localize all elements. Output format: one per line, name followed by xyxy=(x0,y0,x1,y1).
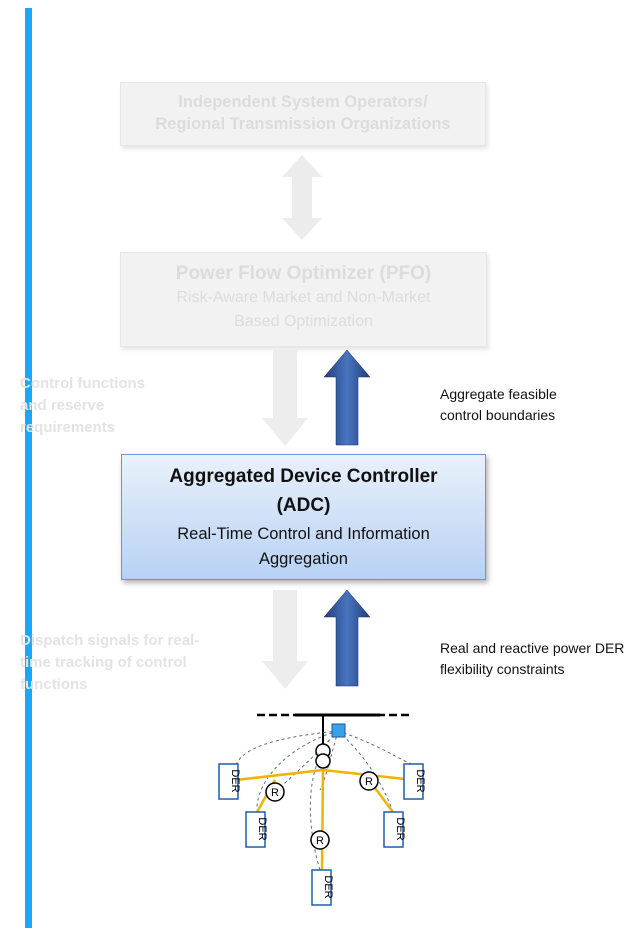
iso-line-1: Independent System Operators/ xyxy=(178,93,428,111)
dispatch-signals-note: Dispatch signals for real- time tracking… xyxy=(20,630,199,696)
der-label: DER xyxy=(394,817,406,840)
left-accent-bar xyxy=(25,8,32,928)
pfo-title: Power Flow Optimizer (PFO) xyxy=(175,263,432,284)
control-functions-note: Control functions and reserve requiremen… xyxy=(20,373,145,439)
der-label: DER xyxy=(256,817,268,840)
up-arrow-icon xyxy=(323,349,371,446)
control-note-line-3: requirements xyxy=(20,419,116,436)
iso-line-2: Regional Transmission Organizations xyxy=(155,115,451,133)
down-arrow-icon xyxy=(262,590,308,689)
der-flexibility-note: Real and reactive power DER flexibility … xyxy=(440,638,624,680)
down-arrow-icon xyxy=(262,350,308,446)
adc-sub-1: Real-Time Control and Information xyxy=(177,525,430,543)
dispatch-note-line-1: Dispatch signals for real- xyxy=(20,632,200,649)
adc-sub-2: Aggregation xyxy=(259,550,348,568)
distribution-network: R R R DER DER DER DER DER xyxy=(218,713,426,906)
der-label: DER xyxy=(229,769,241,792)
adc-title-2: (ADC) xyxy=(276,495,331,516)
control-note-line-1: Control functions xyxy=(20,375,145,392)
pfo-box: Power Flow Optimizer (PFO) Risk-Aware Ma… xyxy=(120,252,487,347)
adc-box: Aggregated Device Controller (ADC) Real-… xyxy=(121,454,486,580)
der-label: DER xyxy=(322,875,334,898)
aggregate-note-line-1: Aggregate feasible xyxy=(440,386,557,402)
pfo-sub-2: Based Optimization xyxy=(234,313,373,330)
regulator-label: R xyxy=(365,776,373,788)
up-arrow-icon xyxy=(323,589,371,687)
der-flex-note-line-2: flexibility constraints xyxy=(440,661,565,677)
der-label: DER xyxy=(414,769,426,792)
der-flex-note-line-1: Real and reactive power DER xyxy=(440,640,625,656)
adc-title-1: Aggregated Device Controller xyxy=(169,466,438,487)
double-arrow-icon xyxy=(282,155,322,240)
dispatch-note-line-2: time tracking of control xyxy=(20,654,187,671)
aggregate-note-line-2: control boundaries xyxy=(440,407,556,423)
regulator-label: R xyxy=(316,835,324,847)
iso-rto-box: Independent System Operators/ Regional T… xyxy=(120,82,486,146)
dispatch-note-line-3: functions xyxy=(20,676,88,693)
aggregate-boundaries-note: Aggregate feasible control boundaries xyxy=(440,384,557,426)
control-note-line-2: and reserve xyxy=(20,397,105,414)
regulator-label: R xyxy=(271,787,279,799)
pfo-sub-1: Risk-Aware Market and Non-Market xyxy=(176,289,431,306)
